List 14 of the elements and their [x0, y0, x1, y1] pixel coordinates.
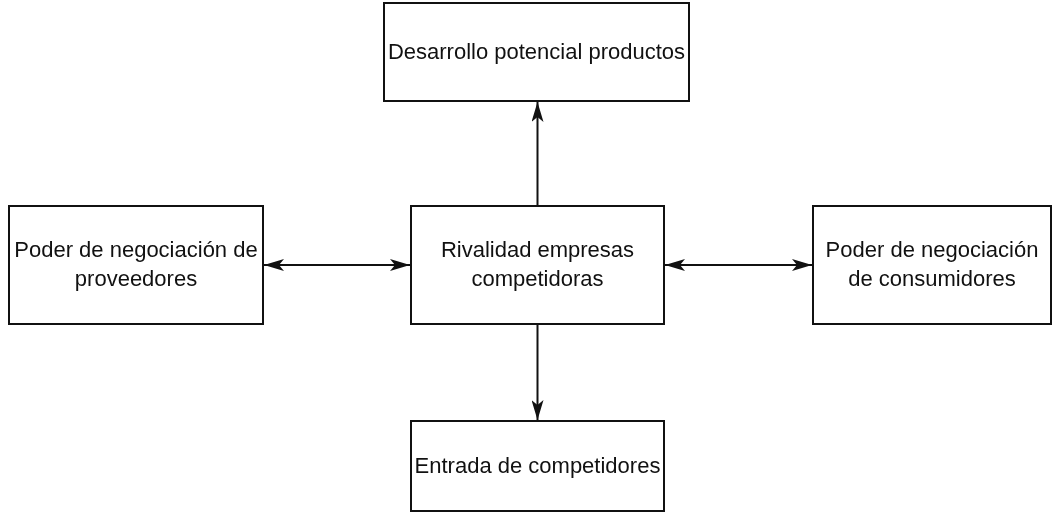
process-box: [8, 205, 264, 325]
box-label: Entrada de competidores: [414, 451, 661, 480]
arrow: [531, 324, 544, 421]
arrow: [664, 259, 813, 271]
process-box: [410, 420, 665, 512]
box-label: Desarrollo potencial productos: [387, 37, 686, 66]
process-box: [410, 205, 665, 325]
arrow: [531, 101, 544, 206]
box-label: Poder de negociación de proveedores: [13, 236, 259, 293]
box-label: Poder de negociación de consumidores: [824, 236, 1040, 293]
arrow: [263, 259, 411, 271]
box-label: Rivalidad empresas competidoras: [439, 236, 636, 293]
process-box: [383, 2, 690, 102]
process-box: [812, 205, 1052, 325]
